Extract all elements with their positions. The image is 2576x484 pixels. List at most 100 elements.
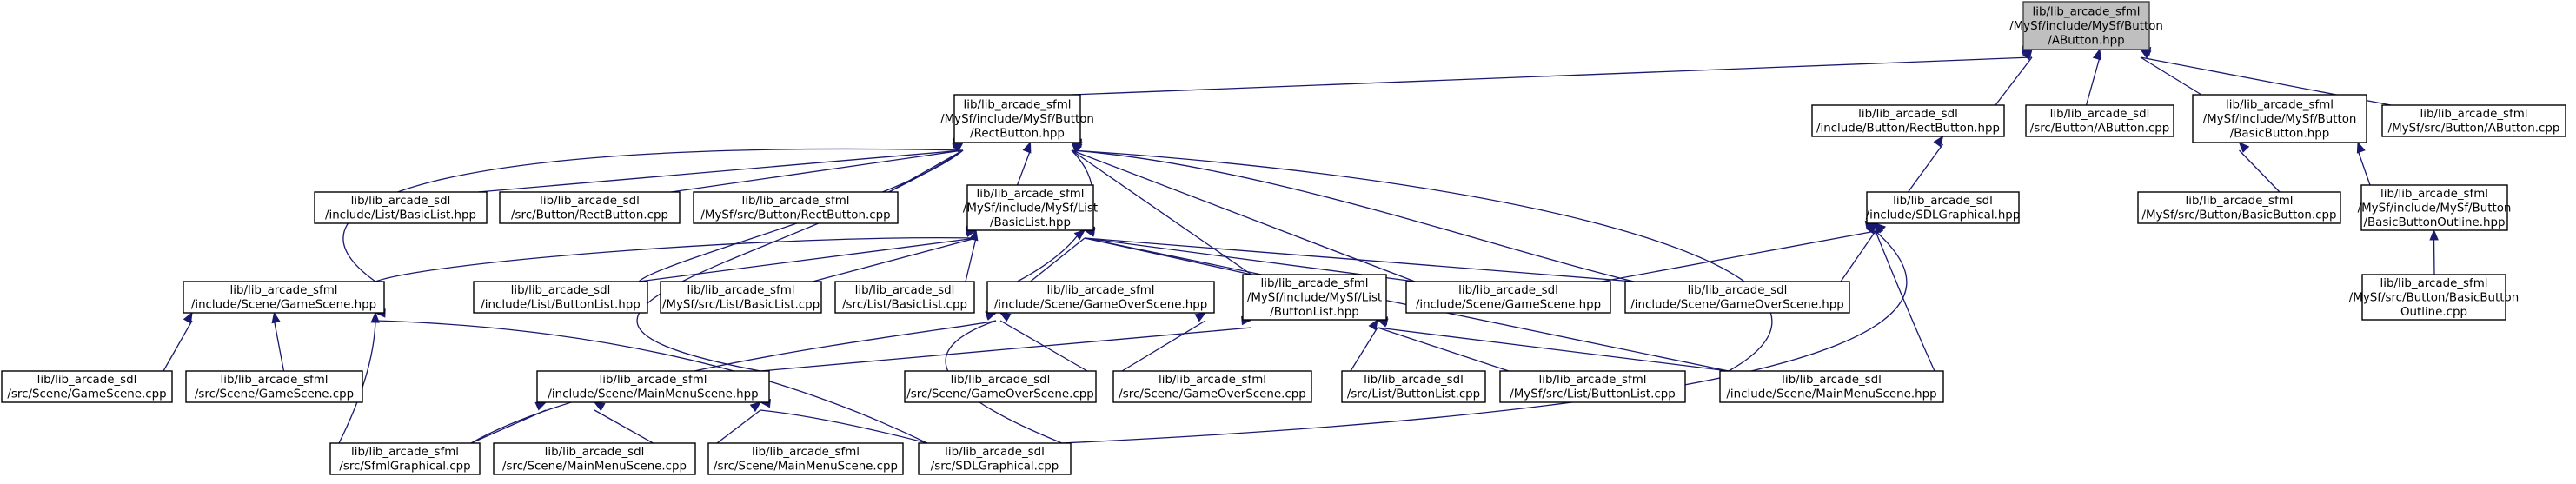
node-label-line: lib/lib_arcade_sfml: [2380, 277, 2488, 290]
edge-sdl_sdlgraphical_cpp-to-sfml_mainmenuscene_hpp: [759, 399, 928, 444]
edge-line: [965, 237, 977, 282]
node-label-line: /include/Scene/MainMenuScene.hpp: [548, 388, 758, 401]
edge-line: [1030, 237, 1086, 282]
file-node-sdl-abutton-cpp[interactable]: lib/lib_arcade_sdl/src/Button/AButton.cp…: [2025, 104, 2174, 137]
file-node-sdl-gamescene-hpp[interactable]: lib/lib_arcade_sdl/include/Scene/GameSce…: [1405, 281, 1611, 314]
edge-line: [1875, 230, 1935, 372]
node-label-line: Outline.cpp: [2400, 306, 2467, 319]
edge-sdl_rectbutton_cpp-to-sfml_rectbutton_hpp: [670, 139, 965, 193]
file-nodes: lib/lib_arcade_sfml/MySf/include/MySf/Bu…: [1, 1, 2566, 475]
node-box: [953, 94, 1081, 143]
edge-line: [716, 409, 761, 444]
file-node-sdl-buttonlist-hpp[interactable]: lib/lib_arcade_sdl/include/List/ButtonLi…: [473, 281, 648, 314]
node-label-line: /MySf/include/MySf/Button: [2009, 20, 2163, 33]
node-label-line: /src/Scene/GameOverScene.cpp: [1119, 388, 1305, 401]
file-node-sfml-basicbuttonoutline-cpp[interactable]: lib/lib_arcade_sfml/MySf/src/Button/Basi…: [2349, 274, 2519, 321]
edge-line: [594, 409, 654, 444]
edge-sdl_mainmenuscene_cpp-to-sfml_mainmenuscene_hpp: [593, 401, 654, 444]
node-label-line: lib/lib_arcade_sfml: [351, 446, 459, 459]
file-node-sdl-mainmenuscene-cpp[interactable]: lib/lib_arcade_sdl/src/Scene/MainMenuSce…: [493, 442, 696, 475]
node-box: [1719, 370, 1944, 403]
file-node-sfml-sfmlgraphical-cpp[interactable]: lib/lib_arcade_sfml/src/SfmlGraphical.cp…: [329, 442, 481, 475]
edge-sfml_mainmenuscene_hpp-to-sfml_rectbutton_hpp: [636, 142, 965, 372]
file-node-sdl-buttonlist-cpp[interactable]: lib/lib_arcade_sdl/src/List/ButtonList.c…: [1341, 370, 1486, 403]
edge-line: [1601, 230, 1876, 282]
file-node-sdl-gamescene-cpp[interactable]: lib/lib_arcade_sdl/src/Scene/GameScene.c…: [1, 370, 173, 403]
file-node-sdl-gameoverscene-hpp[interactable]: lib/lib_arcade_sdl/include/Scene/GameOve…: [1624, 281, 1850, 314]
arrowhead-icon: [1875, 222, 1887, 234]
node-label-line: /include/Scene/GameOverScene.hpp: [1630, 299, 1844, 312]
node-label-line: /MySf/include/MySf/Button: [2358, 202, 2512, 215]
node-label-line: /include/Scene/GameScene.hpp: [191, 299, 376, 312]
edge-sfml_gamescene_hpp-to-sfml_basiclist_hpp: [375, 225, 978, 282]
node-label-line: lib/lib_arcade_sdl: [540, 195, 640, 208]
file-node-sfml-buttonlist-cpp[interactable]: lib/lib_arcade_sfml/MySf/src/List/Button…: [1499, 370, 1686, 403]
node-label-line: lib/lib_arcade_sdl: [545, 446, 645, 459]
node-box: [1499, 370, 1686, 403]
edge-line: [812, 237, 977, 282]
node-box: [1811, 104, 2005, 137]
arrowhead-icon: [1368, 318, 1378, 331]
node-label-line: lib/lib_arcade_sdl: [351, 195, 451, 208]
file-node-sfml-gameoverscene-hpp[interactable]: lib/lib_arcade_sfml/include/Scene/GameOv…: [986, 281, 1215, 314]
edge-sfml_rectbutton_hpp-to-abutton_hpp: [1071, 45, 2034, 96]
file-node-sfml-rectbutton-hpp[interactable]: lib/lib_arcade_sfml/MySf/include/MySf/Bu…: [940, 94, 1094, 143]
edge-line: [760, 409, 928, 444]
file-node-sdl-basiclist-hpp[interactable]: lib/lib_arcade_sdl/include/List/BasicLis…: [314, 191, 488, 224]
arrowhead-icon: [534, 401, 548, 411]
node-label-line: /include/List/BasicList.hpp: [325, 209, 476, 222]
file-node-sdl-rectbutton-cpp[interactable]: lib/lib_arcade_sdl/src/Button/RectButton…: [499, 191, 681, 224]
edge-sfml_basiclist_hpp-to-sfml_rectbutton_hpp: [1016, 141, 1032, 186]
edge-sfml_gameoverscene_hpp-to-sfml_basiclist_hpp: [1030, 229, 1086, 282]
arrowhead-icon: [2429, 229, 2439, 241]
node-box: [536, 370, 770, 403]
edge-sdl_gamescene_cpp-to-sfml_gamescene_hpp: [163, 311, 193, 372]
node-label-line: /src/List/BasicList.cpp: [842, 299, 967, 312]
arrowhead-icon: [370, 311, 380, 323]
file-node-sdl-rectbutton-hpp[interactable]: lib/lib_arcade_sdl/include/Button/RectBu…: [1811, 104, 2005, 137]
file-node-sfml-basiclist-hpp[interactable]: lib/lib_arcade_sfml/MySf/include/MySf/Li…: [963, 184, 1098, 231]
file-node-sfml-gameoverscene-cpp[interactable]: lib/lib_arcade_sfml/src/Scene/GameOverSc…: [1112, 370, 1312, 403]
edge-line: [2085, 56, 2101, 106]
file-node-sdl-sdlgraphical-hpp[interactable]: lib/lib_arcade_sdl/include/SDLGraphical.…: [1866, 191, 2021, 224]
node-label-line: lib/lib_arcade_sdl: [1364, 374, 1464, 387]
edge-sfml_gamescene_cpp-to-sfml_gamescene_hpp: [271, 311, 285, 372]
node-label-line: lib/lib_arcade_sdl: [2050, 108, 2150, 121]
node-label-line: /ButtonList.hpp: [1270, 306, 1359, 319]
file-node-sdl-gameoverscene-cpp[interactable]: lib/lib_arcade_sdl/src/Scene/GameOverSce…: [904, 370, 1097, 403]
node-label-line: /MySf/src/List/ButtonList.cpp: [1510, 388, 1676, 401]
file-node-sdl-sdlgraphical-cpp[interactable]: lib/lib_arcade_sdl/src/SDLGraphical.cpp: [918, 442, 1072, 475]
arrowhead-icon: [999, 312, 1012, 322]
node-label-line: lib/lib_arcade_sfml: [221, 374, 329, 387]
node-box: [1341, 370, 1486, 403]
file-node-sfml-mainmenuscene-cpp[interactable]: lib/lib_arcade_sfml/src/Scene/MainMenuSc…: [707, 442, 904, 475]
node-box: [834, 281, 975, 314]
edge-sfml_mainmenuscene_cpp-to-sfml_mainmenuscene_hpp: [716, 401, 762, 444]
file-node-sfml-mainmenuscene-hpp[interactable]: lib/lib_arcade_sfml/include/Scene/MainMe…: [536, 370, 770, 403]
file-node-sdl-basiclist-cpp[interactable]: lib/lib_arcade_sdl/src/List/BasicList.cp…: [834, 281, 975, 314]
file-node-sfml-gamescene-cpp[interactable]: lib/lib_arcade_sfml/src/Scene/GameScene.…: [185, 370, 363, 403]
edge-sdl_rectbutton_hpp-to-abutton_hpp: [1995, 48, 2033, 106]
node-box: [2192, 94, 2367, 143]
node-box: [986, 281, 1215, 314]
file-node-sfml-abutton-cpp[interactable]: lib/lib_arcade_sfml/MySf/src/Button/ABut…: [2381, 104, 2566, 137]
node-label-line: lib/lib_arcade_sfml: [2226, 98, 2334, 111]
node-box: [185, 370, 363, 403]
edge-sdl_gameoverscene_hpp-to-sdl_sdlgraphical_hpp: [1840, 222, 1876, 282]
file-node-sfml-basicbutton-hpp[interactable]: lib/lib_arcade_sfml/MySf/include/MySf/Bu…: [2192, 94, 2367, 143]
node-label-line: /BasicButtonOutline.hpp: [2363, 216, 2505, 229]
node-label-line: /MySf/src/Button/AButton.cpp: [2388, 123, 2560, 136]
node-label-line: /src/Scene/GameScene.cpp: [195, 388, 354, 401]
edge-line: [1071, 149, 1635, 282]
edge-sfml_gameoverscene_cpp-to-sfml_gameoverscene_hpp: [1121, 312, 1207, 372]
file-node-sfml-buttonlist-hpp[interactable]: lib/lib_arcade_sfml/MySf/include/MySf/Li…: [1242, 274, 1387, 321]
file-node-sfml-rectbutton-cpp[interactable]: lib/lib_arcade_sfml/MySf/src/Button/Rect…: [693, 191, 899, 224]
file-node-sfml-basicbutton-cpp[interactable]: lib/lib_arcade_sfml/MySf/src/Button/Basi…: [2137, 191, 2341, 224]
arrowhead-icon: [749, 401, 762, 413]
node-box: [473, 281, 648, 314]
node-box: [918, 442, 1072, 475]
file-node-sfml-basicbuttonoutline-hpp[interactable]: lib/lib_arcade_sfml/MySf/include/MySf/Bu…: [2358, 184, 2512, 231]
file-node-sfml-gamescene-hpp[interactable]: lib/lib_arcade_sfml/include/Scene/GameSc…: [183, 281, 385, 314]
file-node-sfml-basiclist-cpp[interactable]: lib/lib_arcade_sfml/MySf/src/List/BasicL…: [660, 281, 822, 314]
file-node-sdl-mainmenuscene-hpp[interactable]: lib/lib_arcade_sdl/include/Scene/MainMen…: [1719, 370, 1944, 403]
